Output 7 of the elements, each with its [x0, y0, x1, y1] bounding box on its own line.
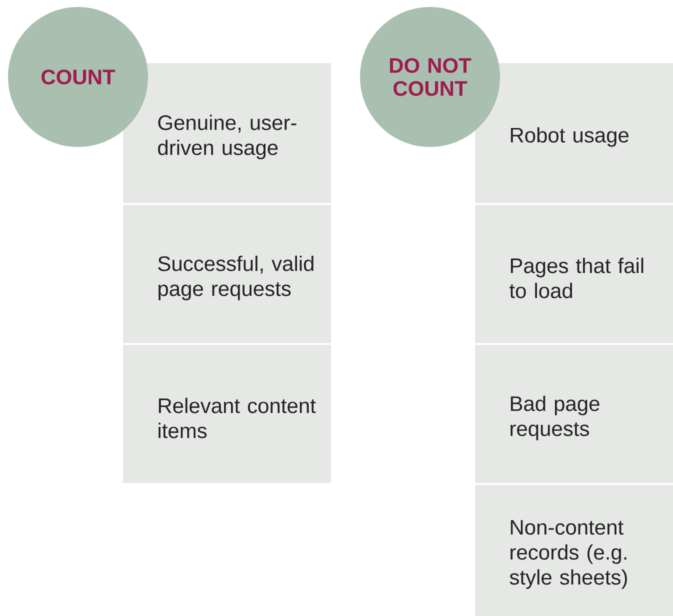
list-box: Robot usage	[475, 63, 673, 203]
list-box: Genuine, user-driven usage	[123, 63, 331, 203]
list-box: Relevant content items	[123, 345, 331, 483]
list-box: Successful, valid page requests	[123, 205, 331, 343]
list-box: Non-content records (e.g. style sheets)	[475, 485, 673, 616]
list-box: Pages that fail to load	[475, 205, 673, 343]
list-box: Bad page requests	[475, 345, 673, 483]
